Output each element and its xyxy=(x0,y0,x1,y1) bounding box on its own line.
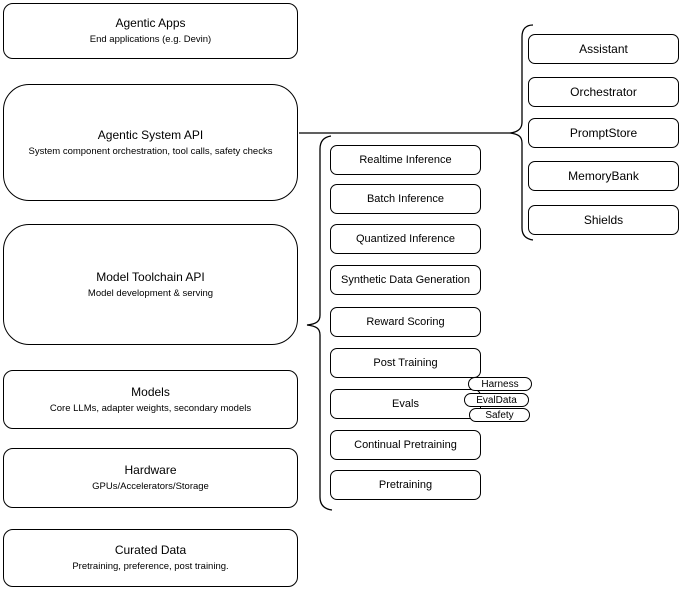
service-label: Evals xyxy=(392,398,419,410)
node-subtitle: GPUs/Accelerators/Storage xyxy=(92,481,209,492)
node-title: Models xyxy=(131,384,170,399)
node-models: Models Core LLMs, adapter weights, secon… xyxy=(3,370,298,429)
node-agentic-apps: Agentic Apps End applications (e.g. Devi… xyxy=(3,3,298,59)
component-assistant: Assistant xyxy=(528,34,679,64)
node-title: Agentic System API xyxy=(97,127,204,142)
component-promptstore: PromptStore xyxy=(528,118,679,148)
node-curated-data: Curated Data Pretraining, preference, po… xyxy=(3,529,298,587)
tag-label: EvalData xyxy=(476,394,517,406)
service-label: Realtime Inference xyxy=(359,154,452,166)
service-synthetic-data-generation: Synthetic Data Generation xyxy=(330,265,481,295)
node-model-toolchain-api: Model Toolchain API Model development & … xyxy=(3,224,298,345)
service-reward-scoring: Reward Scoring xyxy=(330,307,481,337)
tag-label: Harness xyxy=(481,378,519,390)
tag-evaldata: EvalData xyxy=(464,393,529,407)
service-post-training: Post Training xyxy=(330,348,481,378)
service-evals: Evals xyxy=(330,389,481,419)
node-subtitle: Model development & serving xyxy=(87,287,214,299)
component-memorybank: MemoryBank xyxy=(528,161,679,191)
service-batch-inference: Batch Inference xyxy=(330,184,481,214)
service-label: Reward Scoring xyxy=(366,316,445,328)
component-label: Shields xyxy=(583,213,624,227)
service-continual-pretraining: Continual Pretraining xyxy=(330,430,481,460)
service-quantized-inference: Quantized Inference xyxy=(330,224,481,254)
node-subtitle: System component orchestration, tool cal… xyxy=(28,145,273,157)
service-label: Continual Pretraining xyxy=(354,439,457,451)
service-realtime-inference: Realtime Inference xyxy=(330,145,481,175)
component-label: MemoryBank xyxy=(568,169,639,183)
toolchain-brace-icon xyxy=(306,135,333,511)
tag-safety: Safety xyxy=(469,408,530,422)
node-agentic-system-api: Agentic System API System component orch… xyxy=(3,84,298,201)
service-label: Pretraining xyxy=(378,479,433,491)
node-subtitle: End applications (e.g. Devin) xyxy=(89,34,212,45)
node-title: Agentic Apps xyxy=(115,16,186,30)
node-hardware: Hardware GPUs/Accelerators/Storage xyxy=(3,448,298,508)
node-title: Hardware xyxy=(124,463,177,477)
component-label: PromptStore xyxy=(569,126,638,140)
service-label: Synthetic Data Generation xyxy=(340,274,471,286)
service-label: Quantized Inference xyxy=(355,233,456,245)
component-label: Orchestrator xyxy=(570,85,637,99)
node-title: Curated Data xyxy=(114,543,187,557)
service-label: Batch Inference xyxy=(366,193,445,205)
system-components-brace-icon xyxy=(509,24,534,241)
node-subtitle: Core LLMs, adapter weights, secondary mo… xyxy=(49,402,252,414)
service-pretraining: Pretraining xyxy=(330,470,481,500)
tag-harness: Harness xyxy=(468,377,532,391)
node-subtitle: Pretraining, preference, post training. xyxy=(72,561,229,572)
component-shields: Shields xyxy=(528,205,679,235)
service-label: Post Training xyxy=(373,357,438,369)
component-label: Assistant xyxy=(579,42,628,56)
node-title: Model Toolchain API xyxy=(96,269,205,284)
component-orchestrator: Orchestrator xyxy=(528,77,679,107)
tag-label: Safety xyxy=(485,409,514,421)
